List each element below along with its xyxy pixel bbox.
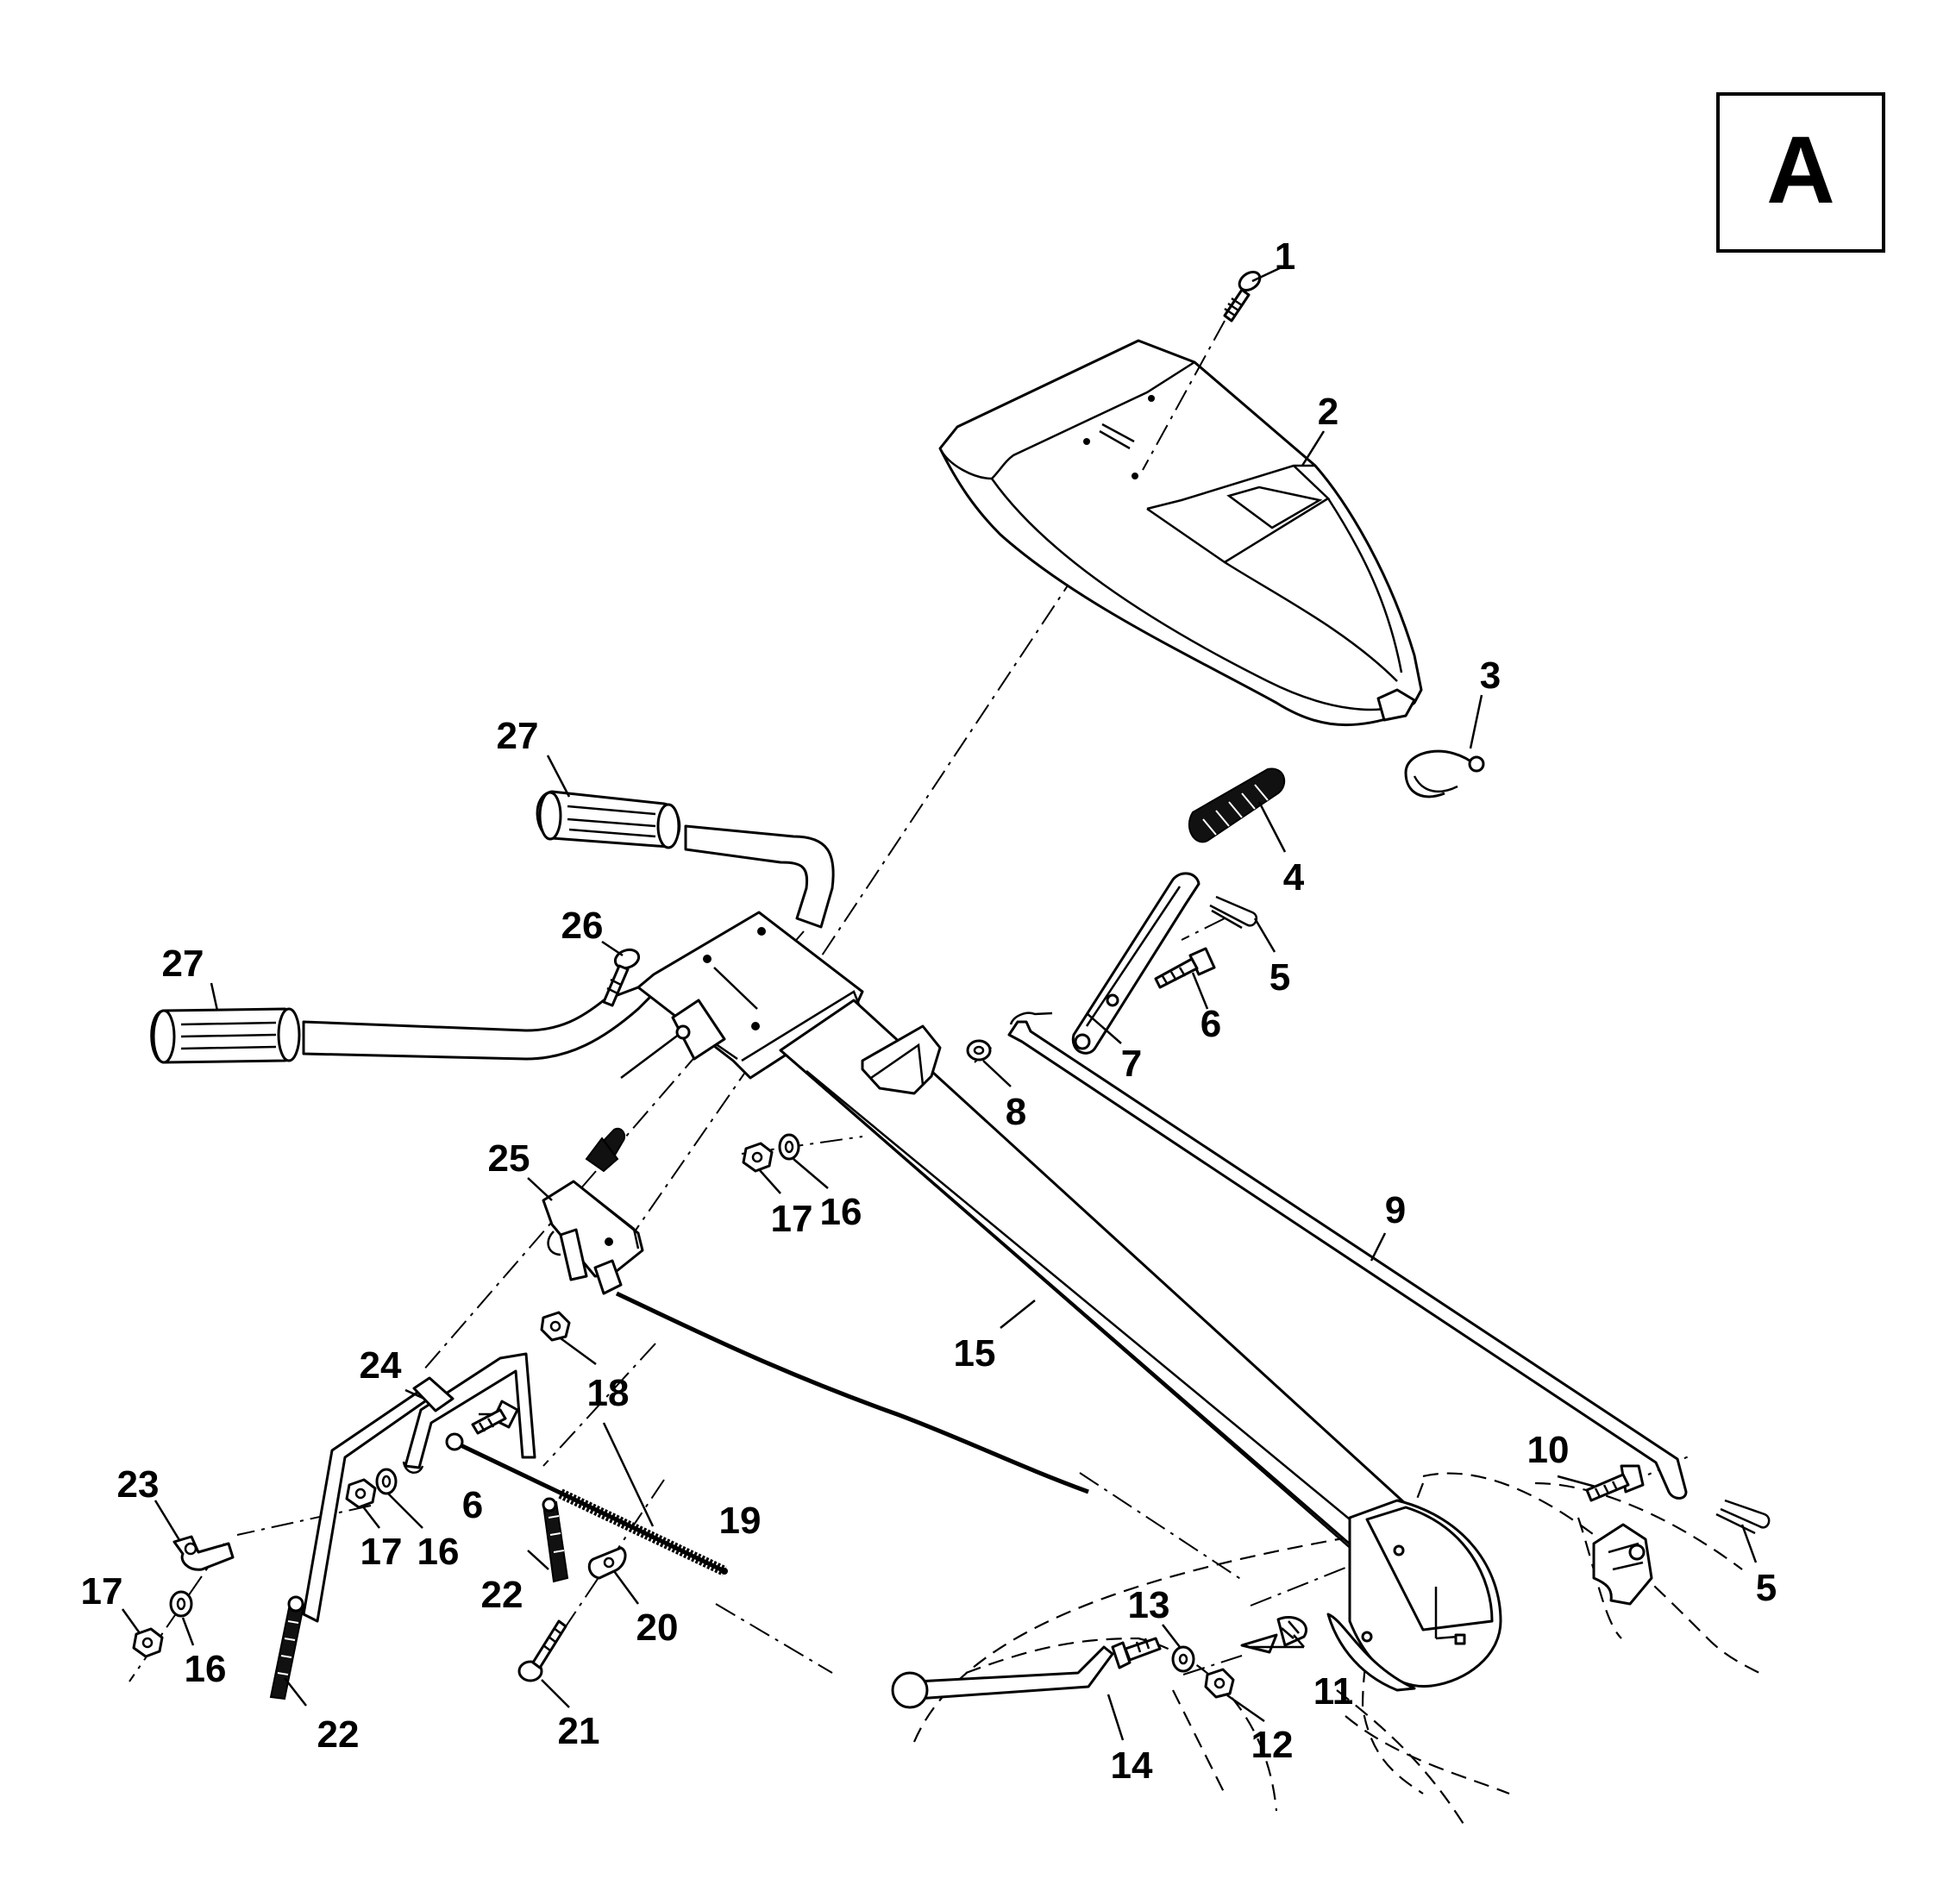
cable-bracket-part-25 <box>542 1127 644 1295</box>
callout-10: 10 <box>1527 1429 1570 1471</box>
nut-part-18 <box>540 1311 571 1342</box>
bolt-part-6-lower <box>471 1400 519 1435</box>
clamp-part-23 <box>172 1535 235 1571</box>
hairpin-clip-lower <box>1715 1499 1771 1535</box>
handle-shroud-cover <box>938 339 1423 727</box>
control-cable <box>615 1291 1089 1494</box>
callout-12: 12 <box>1251 1724 1294 1766</box>
shift-lever-part-7 <box>1071 872 1201 1055</box>
callout-21: 21 <box>558 1710 600 1752</box>
hairpin-clip-upper <box>1209 895 1258 930</box>
callout-19: 19 <box>719 1500 762 1542</box>
callout-4: 4 <box>1283 856 1305 899</box>
nut-part-17-lower <box>132 1627 164 1658</box>
callout-2: 2 <box>1318 391 1338 433</box>
snap-ring-part-3 <box>1404 749 1485 799</box>
washer-part-16-lower <box>169 1590 193 1618</box>
adjust-rod-part-22-right <box>542 1497 569 1583</box>
nut-part-17-upper <box>742 1142 774 1173</box>
shift-linkage-bracket <box>1592 1523 1653 1606</box>
bolt-part-10 <box>1585 1464 1645 1502</box>
callout-6-upper: 6 <box>1201 1003 1221 1045</box>
callout-27-lower: 27 <box>162 943 204 985</box>
figure-label: A <box>1766 117 1834 223</box>
handlebar-assembly <box>150 790 864 1080</box>
callout-22-left: 22 <box>317 1713 360 1756</box>
callout-9: 9 <box>1385 1189 1406 1231</box>
callout-5-upper: 5 <box>1270 956 1290 999</box>
bolt-part-6-upper <box>1154 947 1216 989</box>
control-lever-part-14 <box>891 1637 1162 1709</box>
shift-rod-part-9 <box>1007 1012 1688 1500</box>
callout-16-upper: 16 <box>820 1191 862 1233</box>
handle-grip-upper <box>536 790 681 849</box>
handle-tube-part-15 <box>779 999 1502 1692</box>
callout-8: 8 <box>1006 1091 1026 1133</box>
leader-lines <box>121 266 1758 1741</box>
callout-11: 11 <box>1313 1670 1354 1713</box>
screw-part-1 <box>1142 271 1262 471</box>
callout-17-upper: 17 <box>771 1198 813 1240</box>
callout-7: 7 <box>1121 1043 1142 1085</box>
callout-15: 15 <box>954 1332 996 1375</box>
figure-badge: A <box>1716 92 1885 253</box>
pin-and-key-part-11 <box>1240 1616 1307 1654</box>
spacer-part-8 <box>966 1039 992 1062</box>
washer-part-13 <box>1171 1645 1195 1673</box>
callout-16-mid: 16 <box>417 1531 460 1573</box>
callout-17-lower: 17 <box>81 1570 123 1613</box>
adjust-rod-part-22-left <box>269 1595 305 1700</box>
callout-25: 25 <box>488 1137 530 1180</box>
shift-grip-part-4 <box>1188 767 1286 843</box>
callout-6-lower: 6 <box>462 1484 483 1526</box>
washer-part-16-mid <box>375 1468 398 1495</box>
callout-17-mid: 17 <box>360 1531 403 1573</box>
callout-1: 1 <box>1275 235 1295 278</box>
nut-part-12 <box>1204 1668 1235 1699</box>
link-bracket-part-24 <box>302 1352 536 1623</box>
screw-part-21 <box>517 1619 567 1682</box>
callout-20: 20 <box>636 1606 679 1649</box>
callout-14: 14 <box>1111 1744 1153 1787</box>
clamp-part-20 <box>587 1546 627 1580</box>
callout-3: 3 <box>1480 654 1501 697</box>
handle-grip-lower <box>150 1007 301 1064</box>
callout-24: 24 <box>360 1344 402 1387</box>
callout-22-right: 22 <box>481 1574 523 1616</box>
callout-labels: 1 2 3 4 5 5 6 6 7 8 9 10 11 12 13 14 15 … <box>81 235 1777 1787</box>
threaded-rod-part-19 <box>445 1432 728 1576</box>
nut-part-17-mid <box>345 1478 377 1509</box>
washer-part-16-upper <box>778 1133 800 1161</box>
callout-16-lower: 16 <box>185 1648 227 1690</box>
callout-23: 23 <box>117 1463 160 1506</box>
callout-5-lower: 5 <box>1756 1567 1777 1609</box>
callout-27-upper: 27 <box>497 715 539 757</box>
callout-13: 13 <box>1128 1584 1170 1626</box>
callout-26: 26 <box>561 905 604 947</box>
callout-18: 18 <box>587 1372 630 1414</box>
